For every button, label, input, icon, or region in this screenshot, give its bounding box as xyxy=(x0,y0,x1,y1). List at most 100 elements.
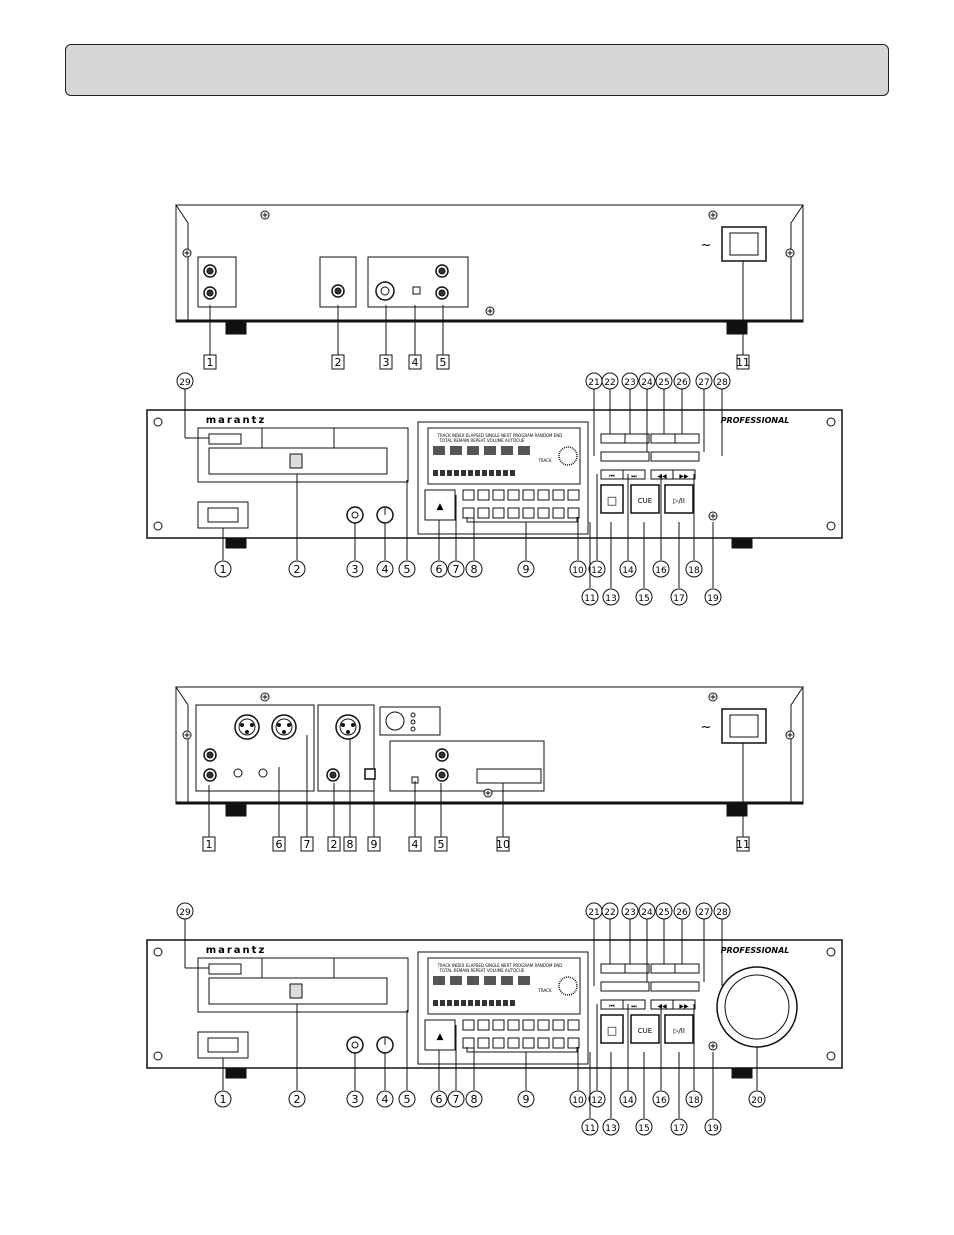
callout-circle-label: 26 xyxy=(673,372,691,390)
callout-circle-label: 4 xyxy=(376,1090,394,1108)
callout-circle xyxy=(398,560,416,578)
ac-inlet-socket xyxy=(729,232,759,256)
lcd-bar xyxy=(461,1000,466,1006)
callout-circle-label: 13 xyxy=(602,588,620,606)
callout-circle-number: 11 xyxy=(584,1124,595,1134)
rca-jack-inner xyxy=(438,751,446,759)
callout-circle-number: 19 xyxy=(707,1124,719,1134)
screw-icon xyxy=(708,692,718,702)
callout-circle-number: 2 xyxy=(294,563,301,576)
callout-circle-number: 22 xyxy=(604,378,615,388)
xlr-pin xyxy=(287,723,291,727)
foot xyxy=(225,1067,247,1079)
callout-box-label: 3 xyxy=(379,354,393,370)
callout-circle-number: 5 xyxy=(404,1093,411,1106)
callout-circle-label: 19 xyxy=(704,588,722,606)
lcd-bar xyxy=(447,1000,452,1006)
foot xyxy=(225,803,247,817)
lcd-bar xyxy=(510,1000,515,1006)
callout-circle-label: 21 xyxy=(585,902,603,920)
callout-circle xyxy=(602,588,620,606)
callout-circle-label: 11 xyxy=(581,1118,599,1136)
callout-circle-number: 19 xyxy=(707,594,719,604)
lcd-bar xyxy=(482,1000,487,1006)
callout-box-number: 4 xyxy=(412,356,419,369)
callout-box xyxy=(331,354,345,370)
callout-circle xyxy=(652,560,670,578)
callout-circle-number: 3 xyxy=(352,563,359,576)
xlr-pin xyxy=(351,723,355,727)
callout-circle xyxy=(569,1090,587,1108)
search-forward-icon: ▶▶ xyxy=(679,473,689,480)
callout-circle-label: 17 xyxy=(670,588,688,606)
keypad-button xyxy=(462,1019,475,1031)
lcd-dial-icon xyxy=(558,446,578,466)
callout-circle xyxy=(748,1090,766,1108)
callout-circle xyxy=(619,1090,637,1108)
output-panel xyxy=(197,256,237,308)
rack-hole xyxy=(153,417,163,427)
callout-circle-number: 23 xyxy=(624,378,635,388)
din-inner xyxy=(380,286,390,296)
callout-box xyxy=(408,354,422,370)
callout-circle-number: 12 xyxy=(591,566,602,576)
rear-chassis-side xyxy=(175,205,188,321)
screw-icon xyxy=(260,210,270,220)
xlr-pin xyxy=(240,723,244,727)
ac-symbol: ~ xyxy=(701,238,712,253)
xlr-connector-icon xyxy=(335,714,361,740)
callout-circle-number: 7 xyxy=(453,563,460,576)
callout-circle-number: 17 xyxy=(673,1124,684,1134)
callout-box-label: 8 xyxy=(343,836,357,852)
callout-box-label: 1 xyxy=(202,836,216,852)
rca-jack-icon xyxy=(203,286,217,300)
lcd-digit xyxy=(501,446,513,455)
jog-wheel-inner xyxy=(724,974,790,1040)
lcd-bar xyxy=(461,470,466,476)
callout-circle-number: 21 xyxy=(588,378,599,388)
callout-box xyxy=(736,354,750,370)
tray-open-button xyxy=(208,433,242,445)
rca-jack-inner xyxy=(206,267,214,275)
lcd-bar xyxy=(510,470,515,476)
screw-icon xyxy=(483,788,493,798)
rear-chassis-bottom xyxy=(175,801,804,805)
callout-box-label: 9 xyxy=(367,836,381,852)
callout-circle xyxy=(346,560,364,578)
keypad-button xyxy=(462,1037,475,1049)
lcd-digit xyxy=(467,976,479,985)
keypad-button xyxy=(477,489,490,501)
callout-circle-label: 28 xyxy=(713,372,731,390)
lcd-digit xyxy=(433,976,445,985)
keypad-button xyxy=(462,507,475,519)
callout-circle xyxy=(288,560,306,578)
xlr-inner xyxy=(238,718,256,736)
callout-circle xyxy=(652,1090,670,1108)
callout-box-label: 4 xyxy=(408,354,422,370)
callout-circle-number: 16 xyxy=(655,1096,667,1106)
rca-jack-icon xyxy=(435,768,449,782)
rca-jack-inner xyxy=(438,289,446,297)
callout-box-number: 1 xyxy=(206,838,213,851)
callout-circle-label: 8 xyxy=(465,1090,483,1108)
callout-box xyxy=(343,836,357,852)
lcd-bar xyxy=(468,470,473,476)
function-button xyxy=(650,963,676,974)
xlr-pin xyxy=(250,723,254,727)
stop-icon: □ xyxy=(607,1024,617,1037)
callout-box-number: 5 xyxy=(440,356,447,369)
callout-box-number: 3 xyxy=(383,356,390,369)
callout-box-number: 6 xyxy=(276,838,283,851)
skip-forward-button xyxy=(622,999,646,1010)
search-forward-button xyxy=(672,999,696,1010)
callout-box-number: 2 xyxy=(331,838,338,851)
callout-circle-label: 27 xyxy=(695,372,713,390)
switch xyxy=(412,286,421,295)
callout-circle xyxy=(588,1090,606,1108)
callout-box-number: 5 xyxy=(438,838,445,851)
callout-circle xyxy=(288,1090,306,1108)
screw-icon xyxy=(708,1041,718,1051)
keypad-button xyxy=(537,507,550,519)
callout-circle-number: 28 xyxy=(716,378,728,388)
